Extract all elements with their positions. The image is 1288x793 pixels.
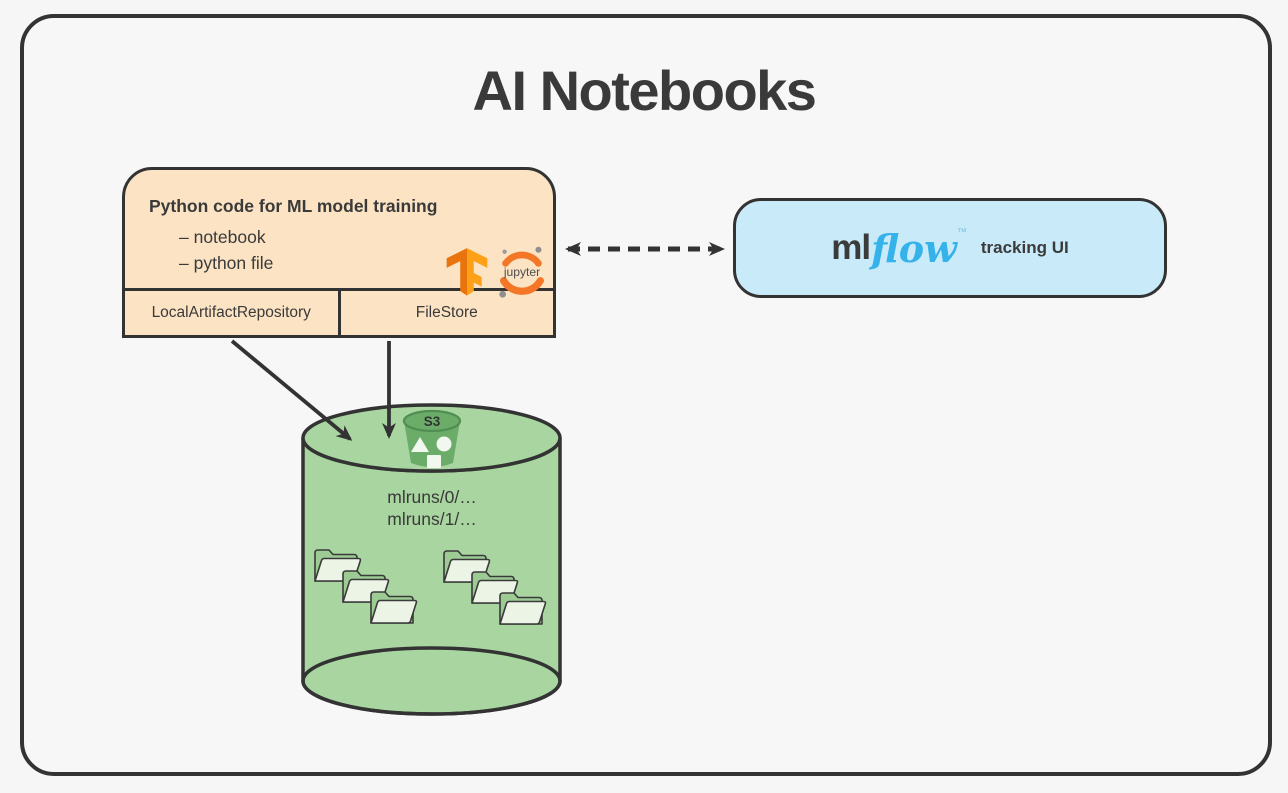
diagram-title: AI Notebooks: [472, 59, 817, 122]
tensorflow-icon: [446, 248, 488, 296]
filestore-cell: FileStore: [415, 304, 478, 321]
jupyter-wordmark: jupyter: [503, 265, 540, 279]
tracking-ui-label: tracking UI: [980, 238, 1069, 257]
storage-path-label: mlruns/1/…: [387, 509, 477, 529]
python-box-cells: LocalArtifactRepository FileStore: [125, 288, 553, 335]
python-code-box: Python code for ML model training – note…: [122, 167, 556, 338]
outer-frame: [20, 14, 1272, 776]
local-artifact-repository-cell: LocalArtifactRepository: [125, 291, 341, 335]
python-code-box-main: Python code for ML model training – note…: [125, 170, 553, 298]
python-box-title: Python code for ML model training: [149, 196, 438, 216]
python-box-item-python-file: – python file: [179, 253, 274, 273]
framework-icons: jupyter: [444, 244, 551, 302]
storage-path-labels: mlruns/0/… mlruns/1/…: [303, 486, 561, 530]
mlflow-trademark: ™: [956, 227, 967, 238]
mlflow-logo-flow: flow: [871, 225, 957, 271]
jupyter-icon: jupyter: [499, 246, 544, 298]
storage-path-label: mlruns/0/…: [387, 487, 477, 507]
mlflow-logo-ml: ml: [831, 228, 871, 267]
python-box-item-notebook: – notebook: [179, 227, 266, 247]
